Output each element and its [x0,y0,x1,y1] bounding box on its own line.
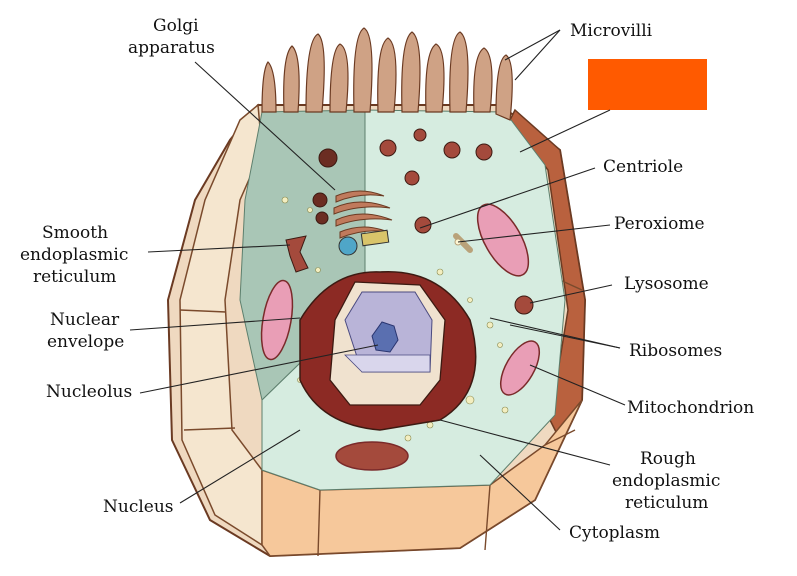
label-lysosome: Lysosome [624,274,709,294]
label-smooth-er-line1: Smooth [42,223,108,243]
label-rough-er-line1: Rough [640,449,696,469]
microvilli [261,27,513,121]
vesicles [312,128,534,315]
centriole [338,229,390,256]
hidden-label-box [588,59,707,110]
label-rough-er-line2: endoplasmic [612,471,720,491]
label-cytoplasm: Cytoplasm [569,523,660,543]
mitochondria [260,203,541,471]
label-centriole: Centriole [603,157,683,177]
nucleolus [371,321,399,353]
nucleus-cut-plane [344,354,431,373]
label-ribosomes: Ribosomes [629,341,722,361]
label-nuclear-envelope-line2: envelope [47,332,124,352]
label-golgi-line2: apparatus [128,38,215,58]
label-smooth-er-line3: reticulum [33,267,116,287]
smooth-endoplasmic-reticulum [285,235,309,273]
label-nuclear-envelope-line1: Nuclear [50,310,120,330]
labels: Golgi apparatus Microvilli Centriole Per… [20,16,754,543]
label-smooth-er-line2: endoplasmic [20,245,128,265]
wall-dividers [179,279,583,557]
leader-lines [129,29,626,531]
organelles [260,128,541,471]
nucleus [299,270,477,431]
label-nucleus: Nucleus [103,497,174,517]
label-mitochondrion: Mitochondrion [627,398,754,418]
label-microvilli: Microvilli [570,21,653,41]
golgi-apparatus [333,190,393,239]
label-nucleolus: Nucleolus [46,382,132,402]
label-golgi-line1: Golgi [153,16,199,36]
label-peroxiome: Peroxiome [614,214,705,234]
label-rough-er-line3: reticulum [625,493,708,513]
